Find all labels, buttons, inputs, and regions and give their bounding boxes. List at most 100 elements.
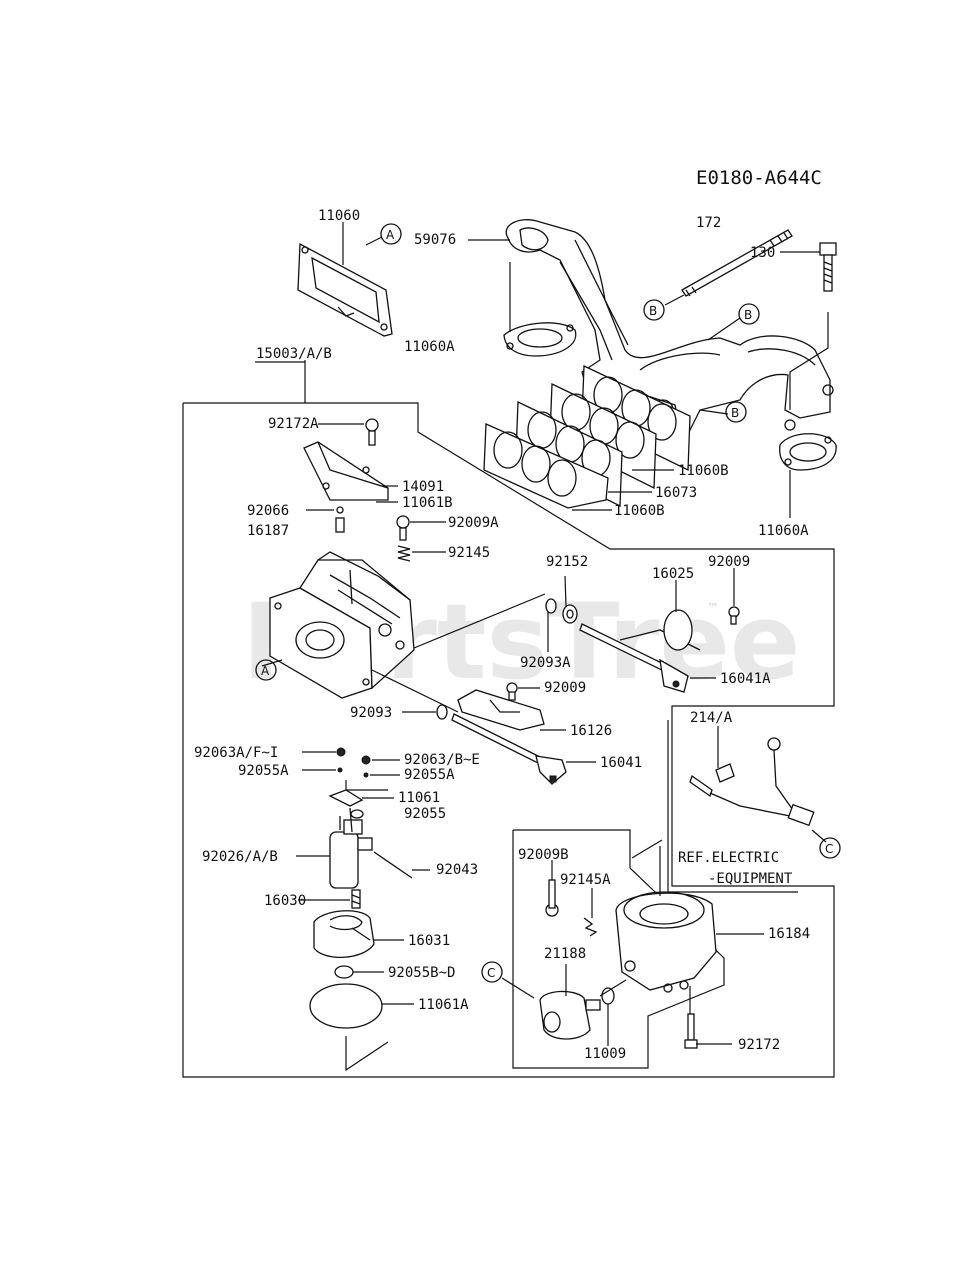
choke-plate-16025 (663, 609, 693, 651)
label-11061b: 11061B (402, 495, 453, 511)
spring-92145 (397, 545, 411, 562)
gasket-11061 (328, 789, 364, 807)
label-92093a: 92093A (520, 655, 571, 671)
label-16184: 16184 (768, 926, 810, 942)
watermark-trademark: ™ (707, 601, 719, 615)
oring-92055 (350, 809, 364, 819)
gasket-11061a (309, 983, 383, 1029)
oring-92055a-left (337, 767, 343, 773)
label-11060a-right: 11060A (758, 523, 809, 539)
label-92172: 92172 (738, 1037, 780, 1053)
label-16030: 16030 (264, 893, 306, 909)
label-92145: 92145 (448, 545, 490, 561)
bracket-14091 (303, 441, 389, 501)
fuel-solenoid-92026 (329, 807, 373, 889)
diagram-code: E0180-A644C (696, 167, 822, 189)
seal-92093 (436, 704, 448, 720)
float-16031 (313, 910, 375, 959)
leader-float-bowl-direction (345, 1036, 389, 1072)
label-214a: 214/A (690, 710, 733, 726)
label-16073: 16073 (655, 485, 697, 501)
ref-electric-line2: -EQUIPMENT (708, 871, 793, 887)
label-92063: 92063/B~E (404, 752, 480, 768)
label-92055: 92055 (404, 806, 446, 822)
label-92009-mid: 92009 (544, 680, 586, 696)
callout-b-manifold-top: B (738, 303, 760, 325)
label-11060a-left: 11060A (404, 339, 455, 355)
seal-92093a (545, 598, 557, 614)
label-92009-upper: 92009 (708, 554, 750, 570)
terminal-214a (689, 737, 815, 827)
screw-92009-throttle (506, 682, 518, 701)
label-92145a: 92145A (560, 872, 611, 888)
leader-jet-group (345, 780, 388, 791)
collar-92152 (562, 604, 578, 624)
oring-92055b (334, 965, 354, 979)
label-92055a-left: 92055A (238, 763, 289, 779)
label-130: 130 (750, 245, 775, 261)
screw-92009a (396, 515, 410, 541)
label-92172a: 92172A (268, 416, 319, 432)
leader-callout-b-3 (699, 409, 729, 415)
label-16126: 16126 (570, 723, 612, 739)
gasket-11060b-lower (483, 423, 609, 509)
label-92026: 92026/A/B (202, 849, 278, 865)
jet-16030 (351, 889, 361, 909)
throttle-shaft-16041 (451, 713, 567, 785)
ref-electric-frame (667, 720, 798, 893)
label-92009a: 92009A (448, 515, 499, 531)
screw-92172a (365, 418, 379, 446)
label-11060b-upper: 11060B (678, 463, 729, 479)
gasket-11060a-left (503, 322, 577, 357)
label-92093: 92093 (350, 705, 392, 721)
svg-text:C: C (487, 966, 495, 980)
label-16031: 16031 (408, 933, 450, 949)
leader-callout-b-2 (707, 317, 741, 341)
svg-text:B: B (649, 304, 657, 318)
callout-a-top: A (380, 223, 402, 245)
label-11060b-lower: 11060B (614, 503, 665, 519)
svg-text:B: B (731, 406, 739, 420)
solenoid-21188 (539, 990, 601, 1040)
label-92043: 92043 (436, 862, 478, 878)
label-59076: 59076 (414, 232, 456, 248)
leader-callout-a-top (365, 236, 383, 246)
callout-b-manifold-mid: B (725, 401, 747, 423)
oring-92055a-right (363, 772, 369, 778)
label-11061a: 11061A (418, 997, 469, 1013)
carburetor-assembly-frame (182, 402, 835, 1078)
leader-solenoid-axis (599, 979, 627, 997)
label-16041a: 16041A (720, 671, 771, 687)
label-92066: 92066 (247, 503, 289, 519)
carburetor-body (269, 551, 415, 699)
label-92063a: 92063A/F~I (194, 745, 278, 761)
callout-b-stud: B (643, 299, 665, 321)
solenoid-group-frame (512, 829, 725, 1069)
stud-bolt-172 (681, 229, 793, 297)
spring-92145a (583, 917, 598, 937)
label-11060: 11060 (318, 208, 360, 224)
callout-a-body: A (255, 659, 277, 681)
label-15003: 15003/A/B (256, 346, 332, 362)
label-21188: 21188 (544, 946, 586, 962)
pin-92066 (335, 506, 345, 533)
label-92009b: 92009B (518, 847, 569, 863)
jet-92063a (336, 747, 346, 757)
svg-text:B: B (744, 308, 752, 322)
label-172: 172 (696, 215, 721, 231)
svg-text:A: A (386, 228, 395, 242)
label-11009: 11009 (584, 1046, 626, 1062)
screw-92172 (684, 1013, 698, 1049)
throttle-plate-16126 (457, 689, 545, 731)
screw-92009b (545, 879, 559, 917)
leader-130-to-manifold (789, 312, 829, 410)
leader-pump-top (631, 839, 663, 859)
leader-callout-a-body (261, 659, 283, 667)
callout-c-solenoid: C (481, 961, 503, 983)
label-16187: 16187 (247, 523, 289, 539)
leader-callout-c-solenoid (501, 977, 535, 999)
leader-throttle-axis (371, 669, 459, 713)
svg-text:C: C (825, 842, 833, 856)
